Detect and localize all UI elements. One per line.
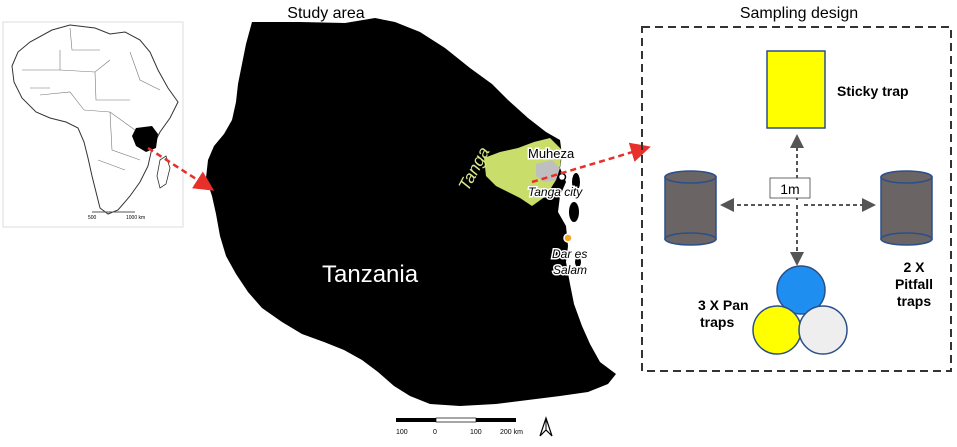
svg-text:500: 500 (88, 215, 97, 221)
pan-trap-yellow (752, 305, 802, 355)
svg-text:100: 100 (396, 429, 408, 436)
svg-text:200 km: 200 km (500, 429, 523, 436)
sticky-trap-label: Sticky trap (837, 83, 909, 99)
africa-outline (11, 24, 179, 215)
africa-inset-map: 500 1000 km (2, 21, 184, 228)
sticky-trap (766, 50, 826, 129)
tanzania-map: Tanga Muheza Tanga city Dar es Salam Tan… (206, 18, 616, 437)
tanga-region (484, 138, 562, 206)
pemba-island (572, 173, 580, 191)
inset-scale-bar: 500 1000 km (88, 211, 145, 221)
pan-trap-white (798, 305, 848, 355)
sampling-design-panel: Sticky trap 1m 2 X Pitfall traps 3 X Pan… (641, 26, 952, 372)
distance-label: 1m (780, 181, 799, 197)
tanga-city-marker (557, 172, 567, 182)
zanzibar-island (569, 202, 579, 222)
dar-es-salaam-label-line1: Dar es (552, 247, 587, 261)
muheza-label: Muheza (528, 146, 575, 161)
dar-es-salaam-marker (563, 233, 573, 243)
country-label: Tanzania (322, 261, 419, 288)
svg-text:0: 0 (433, 429, 437, 436)
dar-es-salaam-label-line2: Salam (553, 263, 587, 277)
pitfall-label-line2: Pitfall (895, 276, 933, 292)
inset-to-map-arrow (147, 146, 215, 191)
pan-label-line2: traps (700, 314, 734, 330)
madagascar-outline (156, 155, 171, 189)
scale-bar: 100 0 100 200 km (396, 417, 523, 436)
pitfall-trap-left (664, 170, 717, 246)
tanga-city-label: Tanga city (528, 185, 583, 199)
north-arrow-icon (539, 416, 553, 437)
svg-text:100: 100 (470, 429, 482, 436)
pitfall-trap-right (880, 170, 933, 246)
mafia-island (575, 257, 581, 267)
sampling-design-title: Sampling design (740, 5, 858, 22)
study-area-title: Study area (287, 5, 364, 22)
svg-text:1000 km: 1000 km (126, 215, 145, 221)
pitfall-label-line1: 2 X (903, 259, 925, 275)
tanzania-landmass (206, 18, 616, 406)
pan-trap-blue (776, 265, 826, 315)
tanzania-inset-highlight (132, 126, 158, 152)
pitfall-label-line3: traps (897, 293, 931, 309)
pan-label-line1: 3 X Pan (698, 297, 749, 313)
